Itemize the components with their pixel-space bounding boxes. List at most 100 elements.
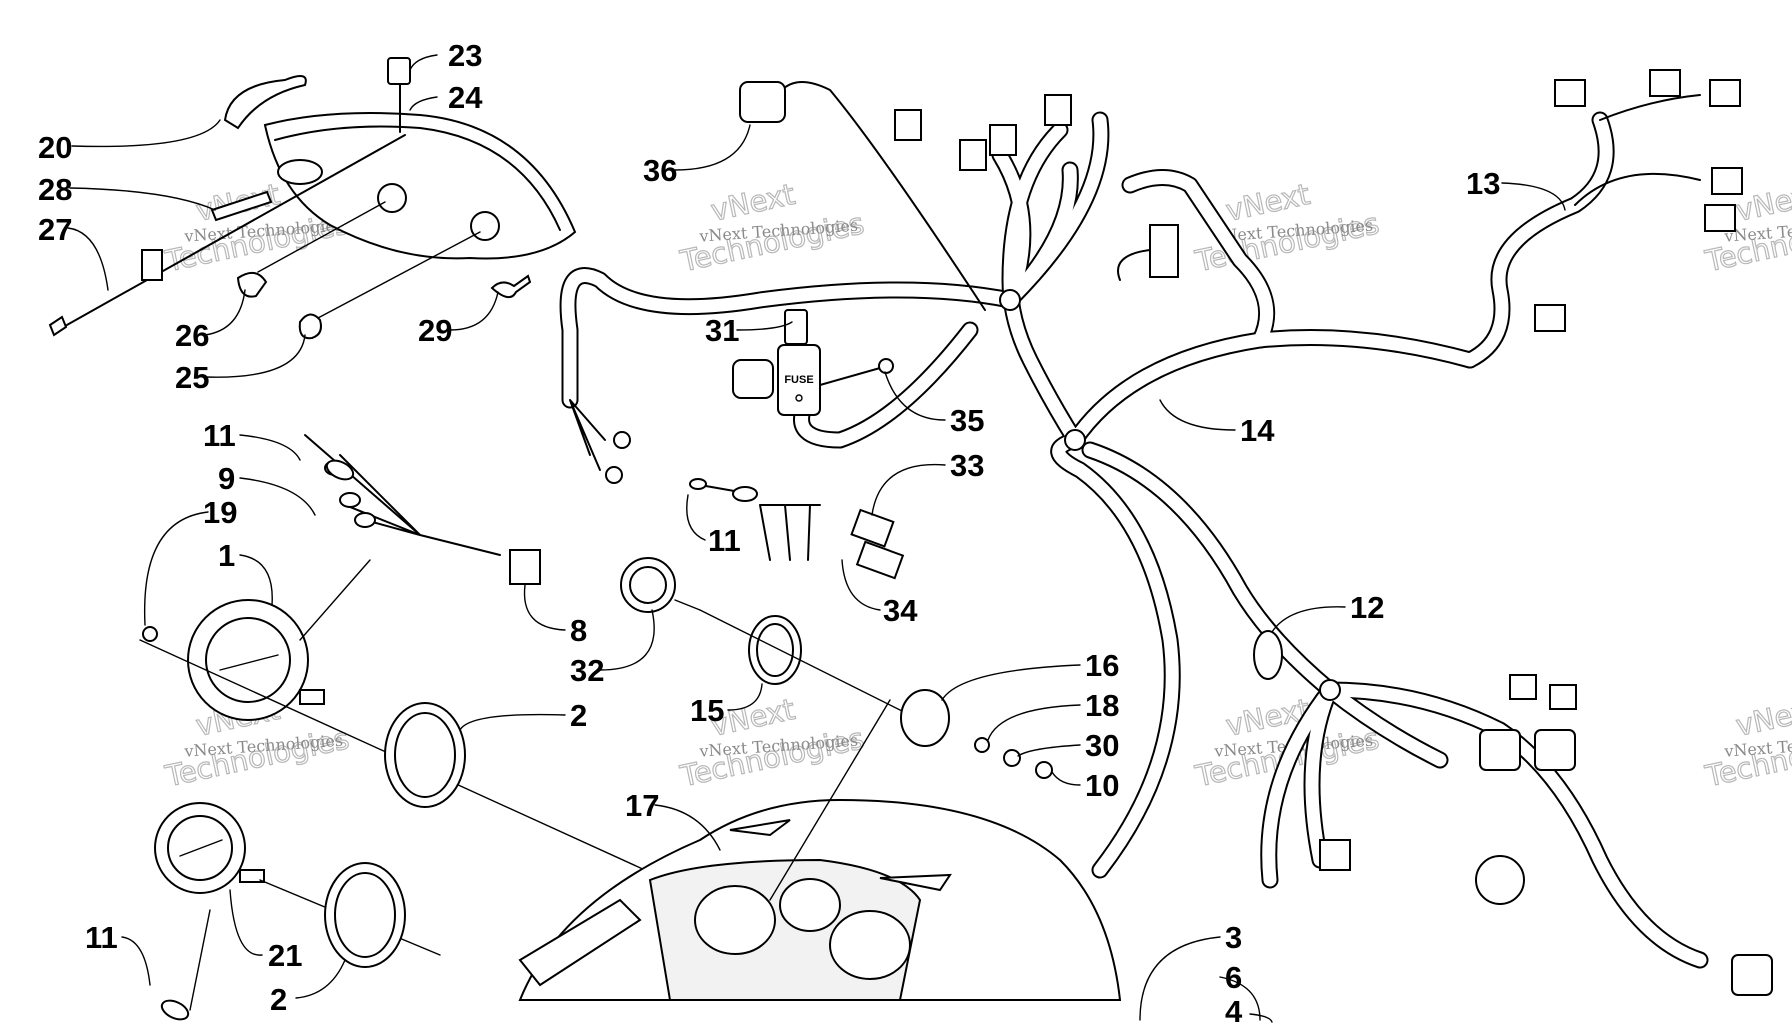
bulb-11-a <box>689 478 707 490</box>
parking-bulb <box>490 274 532 299</box>
branch-13-wire <box>1574 172 1701 206</box>
connector-13-a <box>1554 79 1586 107</box>
gauge-32-face <box>629 566 667 604</box>
dash-vent <box>729 819 791 837</box>
callout-35: 35 <box>950 403 984 438</box>
callout-9: 9 <box>218 461 235 496</box>
bezel-ring-15-inner <box>756 623 794 677</box>
callout-20: 20 <box>38 130 72 165</box>
bulb-socket-9b <box>339 492 361 508</box>
callout-28: 28 <box>38 172 72 207</box>
callout-17: 17 <box>625 788 659 823</box>
callout-27: 27 <box>38 212 72 247</box>
adjuster-screw-head <box>48 315 68 337</box>
speedometer-1-needle <box>219 654 279 671</box>
connector-33 <box>850 508 895 548</box>
connector-12-a <box>1479 729 1521 771</box>
adjuster-spring <box>210 190 273 222</box>
connector-13-f <box>1534 304 1566 332</box>
connector-14-plug <box>1149 224 1179 278</box>
bezel-ring-2a-inner <box>394 712 456 798</box>
watermark: vNext Technologies vNext Technologies <box>676 176 867 279</box>
harness-junction-lower <box>1319 679 1341 701</box>
callout-33: 33 <box>950 448 984 483</box>
callout-10: 10 <box>1085 768 1119 803</box>
callout-30: 30 <box>1085 728 1119 763</box>
connector-12-e <box>1319 839 1351 871</box>
headlight-bulb-socket-upper <box>377 183 407 213</box>
bezel-ring-2b-inner <box>334 872 396 958</box>
callout-labels: 20 28 27 23 24 26 25 29 36 31 35 33 11 3… <box>38 38 1500 1024</box>
callout-16: 16 <box>1085 648 1119 683</box>
callout-11-tach: 11 <box>85 920 118 955</box>
callout-19: 19 <box>203 495 237 530</box>
connector-top-1 <box>894 109 922 141</box>
headlight-bulb-socket-lower <box>470 211 500 241</box>
connector-12-c <box>1509 674 1537 700</box>
speedometer-1-stud <box>299 689 325 705</box>
callout-36: 36 <box>643 153 677 188</box>
callout-31: 31 <box>705 313 739 348</box>
fuse-holder <box>777 344 821 416</box>
connector-12-b <box>1534 729 1576 771</box>
grommet-12 <box>1253 630 1283 680</box>
bulb-axis <box>257 201 386 273</box>
bezel-ring-2b <box>324 862 406 968</box>
socket-11-a <box>732 486 758 502</box>
fuse-31 <box>784 309 808 345</box>
harness-wires-inner <box>561 113 1707 967</box>
branch-13-wire2 <box>1599 94 1701 121</box>
harness-9-leader <box>299 559 371 641</box>
callout-6: 6 <box>1225 960 1242 995</box>
watermarks: vNext Technologies vNext Technologies vN… <box>161 176 1792 794</box>
callout-15: 15 <box>690 693 724 728</box>
connector-12-round <box>1475 855 1525 905</box>
callout-21: 21 <box>268 938 302 973</box>
callout-1: 1 <box>218 538 235 573</box>
fuse-indicator <box>795 394 803 402</box>
socket-11 <box>325 459 355 481</box>
connector-12-f <box>1731 954 1773 996</box>
tachometer-21-needle <box>179 839 223 857</box>
connector-33-b <box>855 540 905 580</box>
callout-8: 8 <box>570 613 587 648</box>
callout-26: 26 <box>175 318 209 353</box>
leader-lines <box>67 54 1566 1023</box>
adjuster-nut <box>141 249 163 281</box>
connector-36 <box>739 81 786 123</box>
fuse-label: FUSE <box>784 374 813 386</box>
ring-terminal-b <box>605 466 623 484</box>
watermark: vNext Technologies vNext Technologies <box>1701 691 1792 794</box>
connector-13-b <box>1649 69 1681 97</box>
callout-23: 23 <box>448 38 482 73</box>
tachometer-21-stud <box>239 869 265 883</box>
fuse-holder-cap <box>732 359 774 399</box>
ring-terminal-leads <box>569 399 606 471</box>
harness-junction <box>1064 429 1086 451</box>
callout-14: 14 <box>1240 413 1275 448</box>
headlight-trim-strip <box>223 75 307 130</box>
harness-lead-36 <box>774 81 986 311</box>
harness-9-wire <box>339 454 501 556</box>
dash-vent-2 <box>879 873 952 892</box>
watermark-line1: vNext <box>1733 692 1792 743</box>
callout-29: 29 <box>418 313 452 348</box>
callout-3: 3 <box>1225 920 1242 955</box>
callout-12: 12 <box>1350 590 1384 625</box>
bezel-ring-2a <box>384 702 466 808</box>
connector-14-lead <box>1117 249 1151 281</box>
harness-junction-upper <box>999 289 1021 311</box>
callout-11-indicator: 11 <box>708 523 741 558</box>
tachometer-21-face <box>167 815 233 881</box>
main-wiring-harness <box>559 69 1773 996</box>
callout-25: 25 <box>175 360 209 395</box>
fuse-screw-washer <box>878 358 894 374</box>
callout-2-lower: 2 <box>270 982 287 1017</box>
washer-18 <box>974 737 990 753</box>
connector-8 <box>509 549 541 585</box>
socket-11-c-leader <box>189 909 211 1011</box>
headlight-left-lobe <box>277 159 323 185</box>
bulb-socket-9c <box>354 512 376 528</box>
connector-13-c <box>1709 79 1741 107</box>
